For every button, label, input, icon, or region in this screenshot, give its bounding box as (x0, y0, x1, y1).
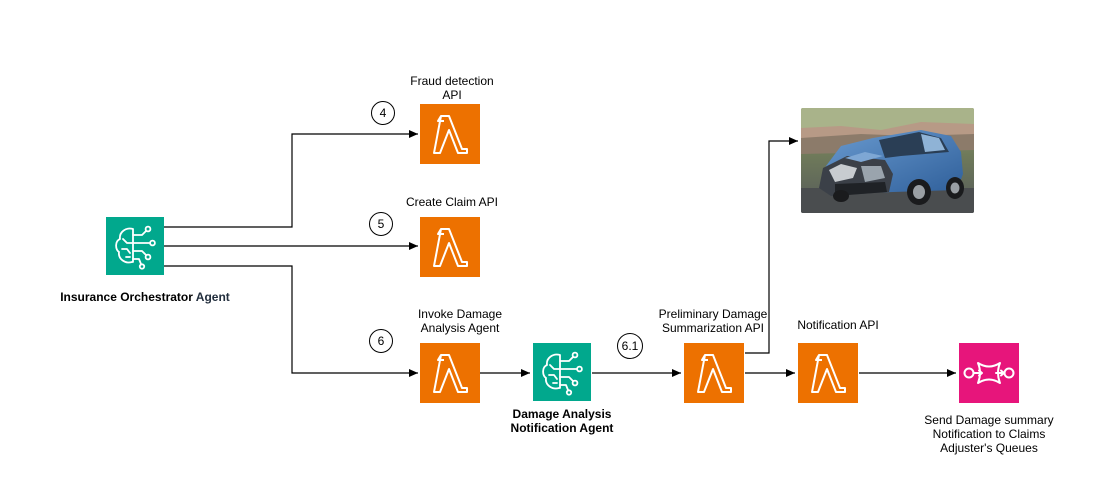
notification-lambda[interactable] (798, 343, 858, 403)
orchestrator-label-main: Insurance Orchestrator (60, 290, 196, 304)
fraud-label-line2: API (442, 88, 462, 102)
orchestrator-agent-node[interactable] (106, 217, 164, 275)
bedrock-agent-icon (542, 351, 583, 396)
damage-agent-line2: Notification Agent (510, 421, 614, 435)
arrow-prelim-to-photo (745, 137, 798, 354)
step-6-1-badge: 6.1 (617, 333, 643, 359)
create-claim-lambda[interactable] (420, 217, 480, 277)
damaged-car-photo (801, 108, 974, 213)
lambda-icon (433, 115, 468, 154)
bedrock-agent-icon (115, 225, 156, 270)
damaged-car-image (801, 108, 974, 213)
invoke-damage-line2: Analysis Agent (420, 321, 500, 335)
invoke-damage-lambda[interactable] (420, 343, 480, 403)
notification-label: Notification API (797, 318, 879, 332)
arrow-orchestrator-to-fraud (163, 130, 418, 228)
fraud-detection-lambda[interactable] (420, 104, 480, 164)
sqs-queue-icon (963, 362, 1015, 384)
queue-line1: Send Damage summary (924, 413, 1054, 427)
claims-queue-node[interactable] (959, 343, 1019, 403)
invoke-damage-label: Invoke Damage Analysis Agent (400, 307, 520, 335)
damage-agent-label: Damage Analysis Notification Agent (492, 407, 632, 435)
fraud-detection-label: Fraud detection API (392, 74, 512, 102)
orchestrator-label: Insurance Orchestrator Agent (45, 290, 245, 304)
fraud-label-line1: Fraud detection (410, 74, 494, 88)
lambda-icon (697, 354, 732, 393)
orchestrator-label-agent: Agent (195, 290, 230, 304)
queue-line2: Notification to Claims (932, 427, 1046, 441)
prelim-line2: Summarization API (661, 321, 765, 335)
lambda-icon (433, 228, 468, 267)
damage-analysis-agent-node[interactable] (533, 343, 591, 401)
step-5-badge: 5 (369, 212, 393, 236)
prelim-damage-lambda[interactable] (684, 343, 744, 403)
damage-agent-line1: Damage Analysis (512, 407, 612, 421)
queue-line3: Adjuster's Queues (940, 441, 1038, 455)
invoke-damage-line1: Invoke Damage (417, 307, 503, 321)
prelim-line1: Preliminary Damage (658, 307, 768, 321)
lambda-icon (433, 354, 468, 393)
lambda-icon (811, 354, 846, 393)
prelim-label: Preliminary Damage Summarization API (649, 307, 777, 335)
queue-label: Send Damage summary Notification to Clai… (909, 413, 1069, 455)
step-4-badge: 4 (371, 101, 395, 125)
step-6-badge: 6 (369, 329, 393, 353)
arrow-orchestrator-to-invoke-damage (163, 265, 418, 377)
create-claim-label: Create Claim API (405, 195, 499, 209)
